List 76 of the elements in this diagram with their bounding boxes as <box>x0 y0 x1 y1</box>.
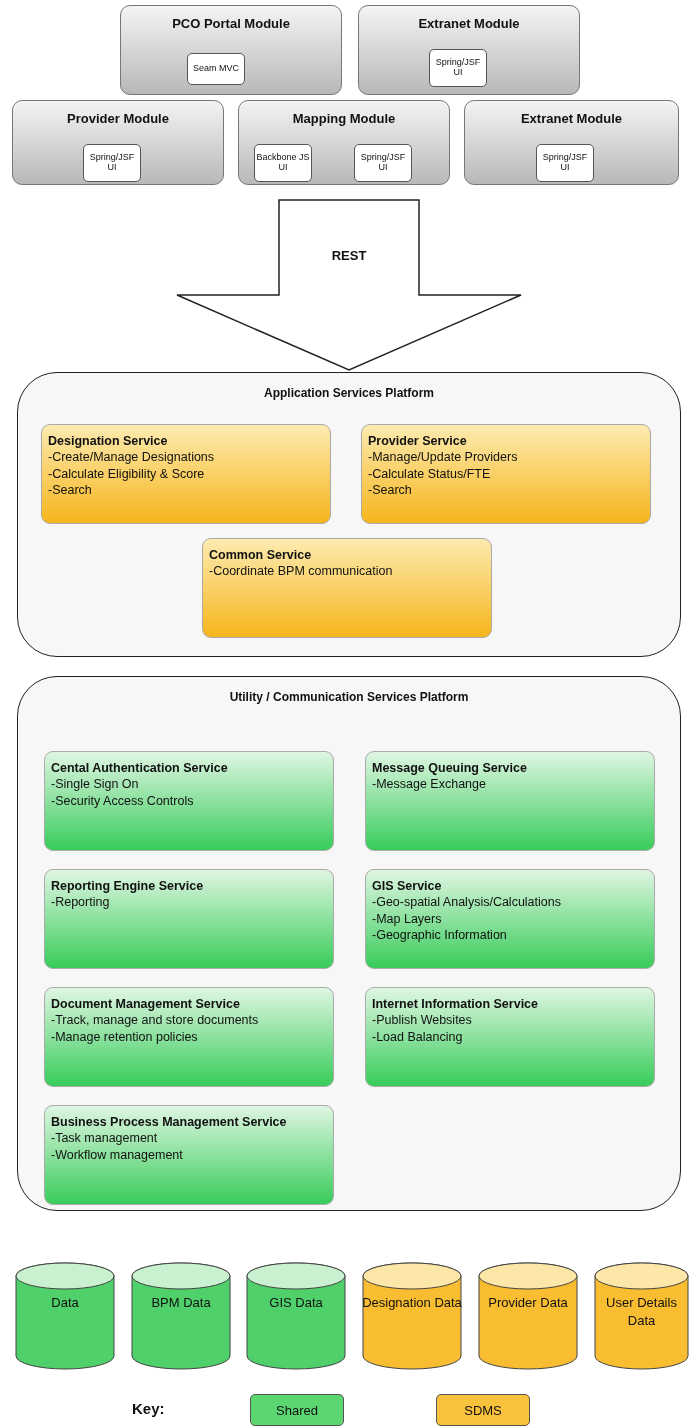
ui-box: Spring/JSF UI <box>354 144 412 182</box>
service-title: Message Queuing Service <box>372 760 528 777</box>
service-item: -Geographic Information <box>372 926 508 943</box>
module-panel <box>464 100 679 185</box>
service-item: -Single Sign On <box>51 776 140 793</box>
module-panel <box>358 5 580 95</box>
service-item: -Task management <box>51 1130 159 1147</box>
service-box <box>44 987 334 1087</box>
service-title: Designation Service <box>48 433 169 450</box>
service-box <box>361 424 651 524</box>
service-title: Common Service <box>209 547 313 564</box>
service-item: -Search <box>368 481 413 498</box>
service-box <box>365 751 655 851</box>
platform-title: Application Services Platform <box>262 386 436 400</box>
service-item: -Message Exchange <box>372 776 487 793</box>
service-item: -Track, manage and store documents <box>51 1012 260 1029</box>
legend-text: Shared <box>276 1402 318 1418</box>
service-box <box>202 538 492 638</box>
module-title: Extranet Module <box>417 16 521 31</box>
module-title: PCO Portal Module <box>171 16 291 31</box>
database-cylinder <box>15 1262 115 1370</box>
service-box <box>44 751 334 851</box>
service-item: -Load Balancing <box>372 1028 464 1045</box>
key-label: Key: <box>132 1400 165 1417</box>
database-cylinder <box>594 1262 689 1370</box>
database-cylinder <box>246 1262 346 1370</box>
database-label: Provider Data <box>487 1294 569 1312</box>
service-title: Reporting Engine Service <box>51 878 205 895</box>
service-item: -Publish Websites <box>372 1012 473 1029</box>
legend-text: SDMS <box>464 1402 502 1418</box>
platform-panel <box>17 676 681 1211</box>
service-item: -Map Layers <box>372 910 443 927</box>
service-title: GIS Service <box>372 878 443 895</box>
module-title: Mapping Module <box>291 111 397 126</box>
service-box <box>44 1105 334 1205</box>
service-title: Cental Authentication Service <box>51 760 229 777</box>
service-box <box>44 869 334 969</box>
service-item: -Manage/Update Providers <box>368 449 519 466</box>
module-panel <box>238 100 450 185</box>
service-item: -Calculate Status/FTE <box>368 465 492 482</box>
database-cylinder <box>131 1262 231 1370</box>
database-label: Data <box>50 1294 80 1312</box>
service-box <box>41 424 331 524</box>
platform-title: Utility / Communication Services Platform <box>228 690 470 704</box>
service-title: Document Management Service <box>51 996 241 1013</box>
module-title: Provider Module <box>66 111 170 126</box>
service-item: -Create/Manage Designations <box>48 449 216 466</box>
service-item: -Search <box>48 481 93 498</box>
service-item: -Calculate Eligibility & Score <box>48 465 206 482</box>
block-arrow <box>176 199 522 371</box>
database-label: BPM Data <box>150 1294 212 1312</box>
service-item: -Workflow management <box>51 1146 184 1163</box>
module-title: Extranet Module <box>519 111 624 126</box>
service-item: -Security Access Controls <box>51 792 195 809</box>
database-label: User Details Data <box>605 1294 678 1330</box>
service-title: Business Process Management Service <box>51 1114 288 1131</box>
ui-box: Spring/JSF UI <box>429 49 487 87</box>
service-box <box>365 869 655 969</box>
service-box <box>365 987 655 1087</box>
service-title: Internet Information Service <box>372 996 539 1013</box>
module-panel <box>12 100 224 185</box>
service-item: -Geo-spatial Analysis/Calculations <box>372 894 562 911</box>
platform-panel <box>17 372 681 657</box>
ui-box: Seam MVC <box>187 53 245 85</box>
service-title: Provider Service <box>368 433 468 450</box>
service-item: -Reporting <box>51 894 111 911</box>
ui-box: Spring/JSF UI <box>536 144 594 182</box>
database-cylinder <box>478 1262 578 1370</box>
service-item: -Coordinate BPM communication <box>209 563 394 580</box>
module-panel <box>120 5 342 95</box>
ui-box: Backbone JS UI <box>254 144 312 182</box>
database-label: Designation Data <box>362 1294 462 1312</box>
database-label: GIS Data <box>268 1294 324 1312</box>
database-cylinder <box>362 1262 462 1370</box>
ui-box: Spring/JSF UI <box>83 144 141 182</box>
service-item: -Manage retention policies <box>51 1028 199 1045</box>
